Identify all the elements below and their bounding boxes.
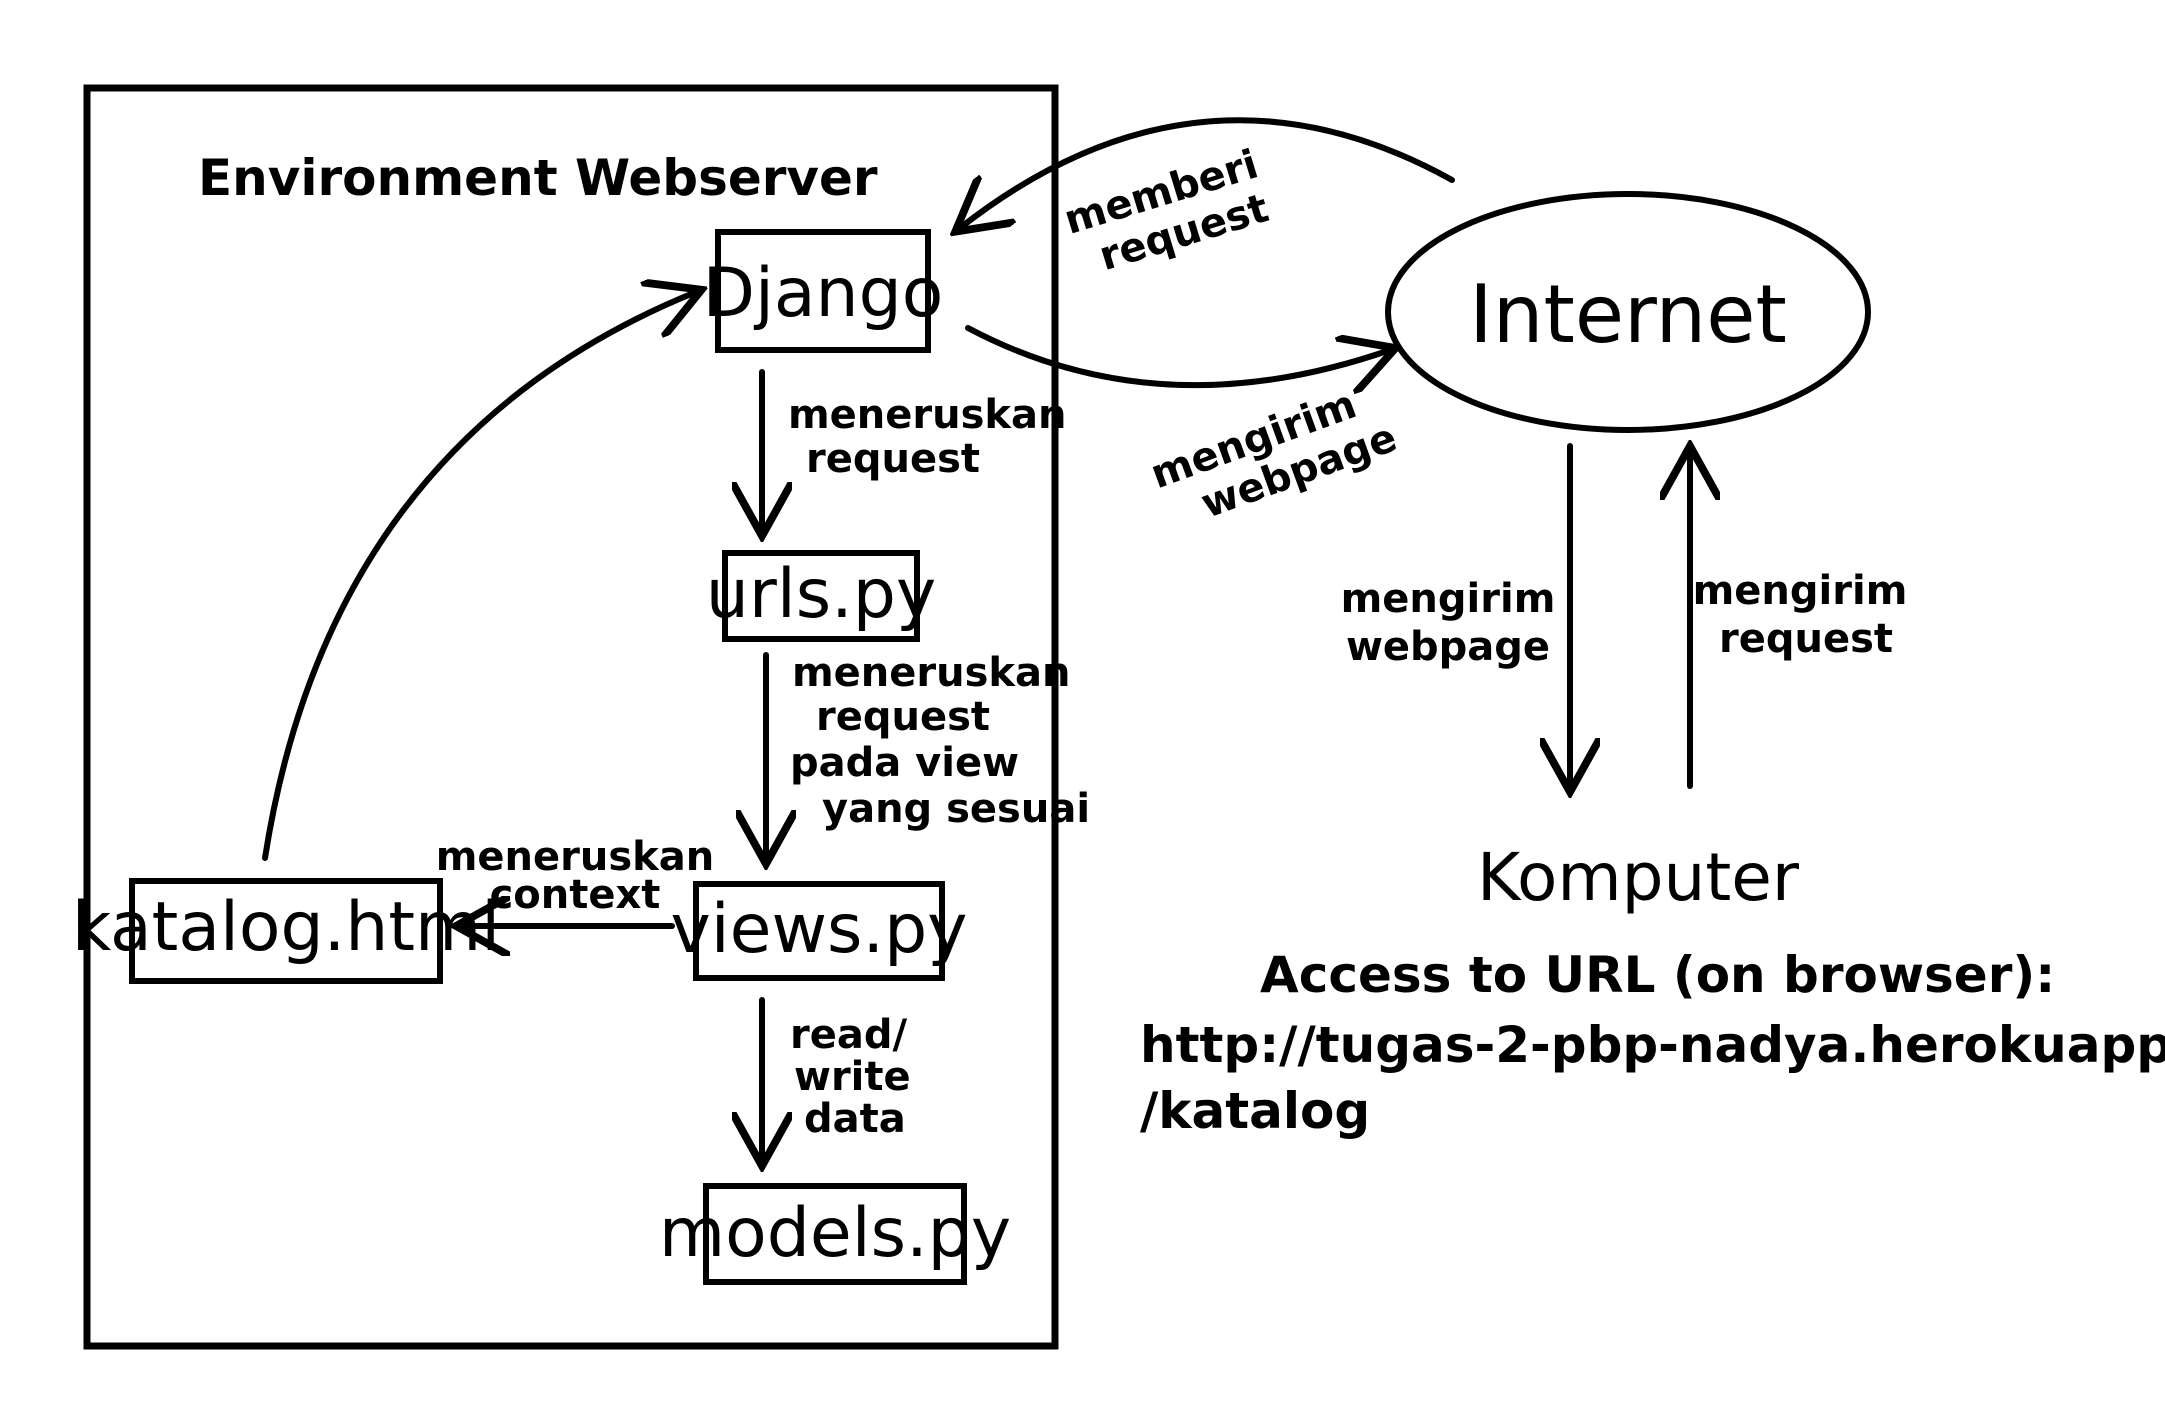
arrow-django-to-internet bbox=[965, 325, 1390, 385]
edge-label-line: meneruskan bbox=[436, 834, 715, 880]
edge-label-meneruskan-context: meneruskan context bbox=[436, 834, 715, 918]
arrow-katalog-to-django bbox=[262, 292, 696, 861]
edge-label-line: context bbox=[490, 872, 661, 918]
edge-label-line: request bbox=[806, 436, 980, 482]
access-url-line1: http://tugas-2-pbp-nadya.herokuapp.com bbox=[1140, 1016, 2165, 1074]
edge-label-line: yang sesuai bbox=[822, 786, 1090, 832]
edge-label-line: mengirim bbox=[1693, 568, 1908, 614]
internet-ellipse bbox=[1385, 191, 1871, 433]
django-label: Django bbox=[703, 254, 944, 333]
katalog-label: katalog.html bbox=[72, 888, 500, 967]
edge-label-line: read/ bbox=[790, 1012, 907, 1058]
komputer-label: Komputer bbox=[1477, 839, 1800, 916]
edge-label-meneruskan-request-view: meneruskan request pada view yang sesuai bbox=[790, 650, 1090, 832]
edge-label-meneruskan-request: meneruskan request bbox=[788, 392, 1067, 482]
edge-label-line: webpage bbox=[1346, 624, 1550, 670]
edge-label-line: meneruskan bbox=[788, 392, 1067, 438]
edge-label-line: data bbox=[804, 1096, 906, 1142]
access-url-line2: /katalog bbox=[1140, 1082, 1370, 1140]
urls-box bbox=[722, 550, 920, 642]
models-label: models.py bbox=[659, 1194, 1011, 1273]
views-label: views.py bbox=[670, 890, 967, 969]
edge-label-line: write bbox=[794, 1054, 911, 1100]
environment-frame bbox=[83, 84, 1059, 1350]
django-box bbox=[715, 229, 931, 353]
edge-label-memberi-request: memberi request bbox=[1059, 141, 1274, 280]
edge-label-mengirim-webpage-top: mengirim webpage bbox=[1145, 381, 1403, 527]
edge-label-mengirim-request-bottom: mengirim request bbox=[1693, 568, 1908, 662]
edge-label-line: request bbox=[816, 694, 990, 740]
models-box bbox=[703, 1183, 967, 1285]
edge-label-line: pada view bbox=[790, 740, 1019, 786]
edge-label-line: meneruskan bbox=[792, 650, 1071, 696]
arrow-internet-to-django bbox=[960, 117, 1455, 228]
environment-title: Environment Webserver bbox=[198, 149, 878, 207]
edge-label-line: request bbox=[1719, 616, 1893, 662]
edge-label-read-write-data: read/ write data bbox=[790, 1012, 911, 1142]
edge-label-mengirim-webpage-bottom: mengirim webpage bbox=[1341, 576, 1556, 670]
urls-label: urls.py bbox=[706, 555, 936, 634]
internet-label: Internet bbox=[1469, 268, 1787, 361]
edge-label-line: mengirim bbox=[1341, 576, 1556, 622]
access-label: Access to URL (on browser): bbox=[1260, 946, 2055, 1004]
views-box bbox=[693, 881, 945, 981]
katalog-box bbox=[129, 878, 443, 984]
